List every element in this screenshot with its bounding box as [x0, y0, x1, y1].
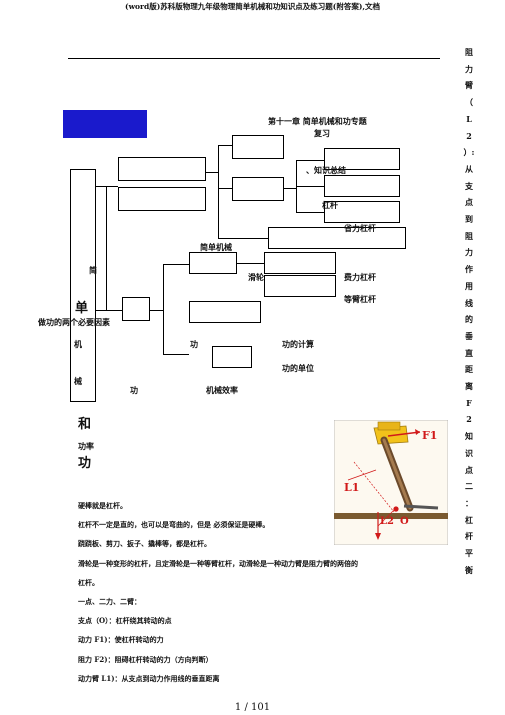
label-gong: 功 [78, 456, 92, 471]
chapter-title-sub: 复习 [314, 128, 330, 138]
body-line-10: 动力臂 L1)：从支点到动力作用线的垂直距离 [78, 674, 220, 683]
label-lever-type-3: 等臂杠杆 [344, 294, 376, 304]
label-work-calc: 功的计算 [282, 339, 314, 349]
document-header: (word版)苏科版物理九年级物理简单机械和功知识点及练习题(附答案),文档 [125, 2, 380, 11]
page-number: 1 / 101 [234, 702, 271, 713]
lever-type-box-1 [324, 148, 400, 170]
branch-box-b [232, 177, 284, 201]
topic-box-work [122, 297, 150, 321]
figure-label-f1: F1 [422, 429, 438, 442]
label-dan: 单 [75, 301, 89, 316]
label-ji: 机 [74, 339, 82, 349]
chapter-title: 第十一章 简单机械和功专题 [268, 116, 367, 126]
work-box [189, 301, 261, 323]
label-knowledge-summary: 、知识总结 [306, 165, 346, 175]
body-line-1: 硬棒就是杠杆。 [78, 501, 127, 510]
branch-box-simple-machine [118, 157, 206, 181]
label-lever-type-1: 省力杠杆 [344, 223, 376, 233]
label-pulley: 滑轮 [248, 272, 264, 282]
label-mech-efficiency: 机械效率 [206, 385, 238, 395]
label-work-factors: 做功的两个必要因素 [38, 317, 110, 327]
blue-title-box [63, 110, 147, 138]
label-lever: 杠杆 [322, 200, 338, 210]
label-work-unit: 功的单位 [282, 363, 314, 373]
body-line-5: 杠杆。 [78, 578, 99, 587]
branch-box-lever [118, 187, 206, 211]
label-work: 功 [190, 339, 198, 349]
figure-label-l2: L2 [380, 516, 394, 527]
work-box-2 [212, 346, 252, 368]
body-line-2: 杠杆不一定是直的，也可以是弯曲的，但是 必须保证是硬棒。 [78, 520, 270, 529]
pulley-box [264, 252, 336, 274]
body-line-4: 滑轮是一种变形的杠杆，且定滑轮是一种等臂杠杆，动滑轮是一种动力臂是阻力臂的两倍的 [78, 559, 358, 568]
topic-box-main [70, 169, 96, 402]
label-lever-type-2: 费力杠杆 [344, 272, 376, 282]
lever-figure: F1 L1 L2 O [333, 419, 449, 546]
pulley-box-2 [264, 275, 336, 297]
figure-label-o: O [400, 516, 409, 527]
wide-box-top [268, 227, 406, 249]
label-simple-machine: 简单机械 [200, 242, 232, 252]
label-xie: 械 [74, 376, 82, 386]
label-gong-small: 功 [130, 385, 138, 395]
label-he: 和 [78, 417, 92, 432]
lever-illustration [333, 419, 449, 546]
body-line-9: 阻力 F2)：阻碍杠杆转动的力（方向判断） [78, 655, 213, 664]
lever-type-box-3 [324, 201, 400, 223]
figure-label-l1: L1 [344, 481, 360, 494]
body-line-3: 跷跷板、剪刀、扳子、撬棒等，都是杠杆。 [78, 539, 211, 548]
mind-map-diagram: 第十一章 简单机械和功专题 复习 、知识总结 杠杆 省力杠杆 简单机械 简 滑轮… [38, 110, 406, 471]
branch-box-pulley [189, 252, 237, 274]
lever-type-box-2 [324, 175, 400, 197]
branch-box-a [232, 135, 284, 159]
header-rule [68, 58, 440, 59]
label-power: 功率 [78, 441, 94, 451]
body-line-7: 支点（O）：杠杆绕其转动的点 [78, 616, 172, 625]
body-line-8: 动力 F1)：使杠杆转动的力 [78, 635, 164, 644]
body-line-6: 一点、二力、二臂： [78, 597, 141, 606]
label-jian: 简 [89, 265, 97, 275]
